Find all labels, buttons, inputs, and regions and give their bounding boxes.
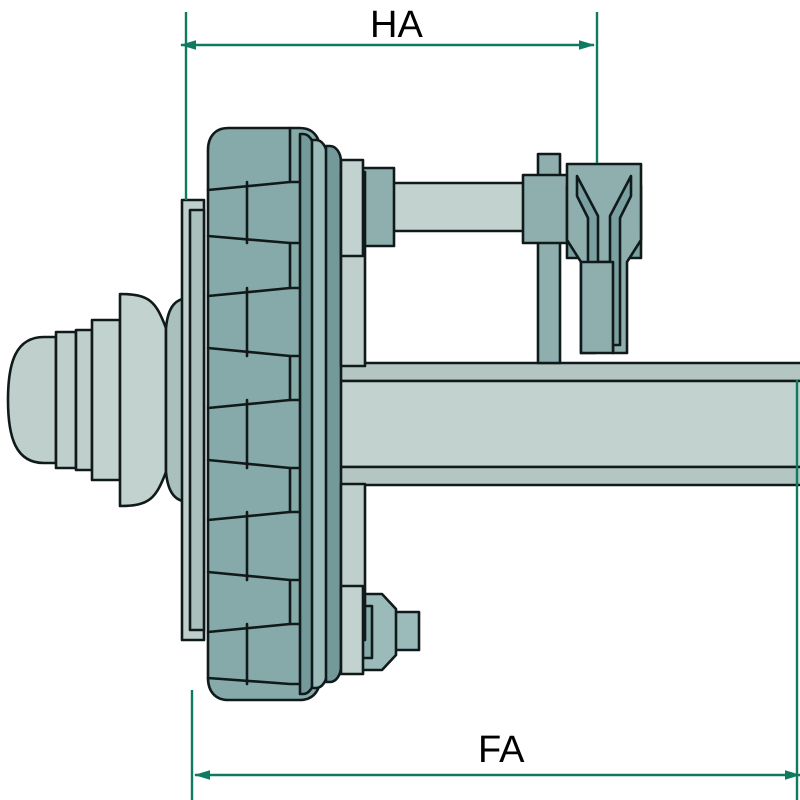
dimension-label-ha: HA [370, 4, 423, 46]
axle-beam [328, 361, 800, 487]
yoke-bracket [565, 162, 643, 355]
hub-cap [6, 328, 94, 472]
dimension-label-fa: FA [478, 729, 525, 771]
rod-mount-plate [339, 158, 365, 258]
drum-rim-rings [298, 132, 343, 696]
nut-mount-plate [339, 584, 365, 676]
hub-flange [90, 292, 168, 508]
dimension-HA [180, 12, 599, 200]
brake-backplate [180, 198, 206, 642]
dimension-FA [190, 380, 800, 800]
brake-drum [206, 126, 343, 702]
